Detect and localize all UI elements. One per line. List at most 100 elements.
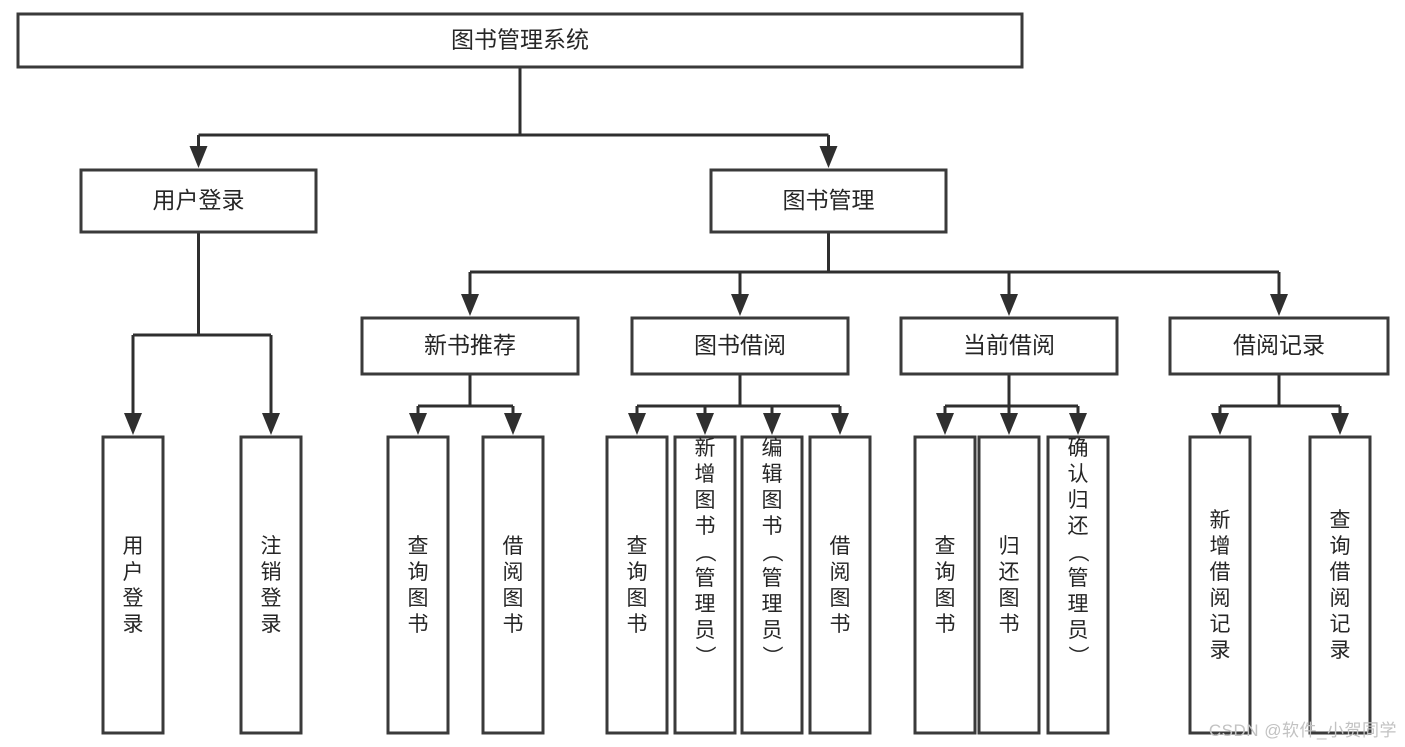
arrow-head-icon (696, 413, 714, 435)
leaf-label-char: 新 (1210, 509, 1231, 532)
leaf-label-char: （ (693, 542, 716, 563)
leaf-label-char: 查 (935, 535, 956, 558)
leaf-box (605, 435, 669, 735)
leaf-label-char: 书 (935, 613, 956, 636)
leaf-label-char: 录 (261, 613, 282, 636)
level3-label: 当前借阅 (963, 332, 1055, 358)
arrow-head-icon (1331, 413, 1349, 435)
leaf-node[interactable]: 用户登录 (101, 435, 165, 735)
leaf-label-char: 录 (1210, 639, 1231, 662)
root-box (16, 12, 1024, 69)
leaf-label-char: 认 (1068, 463, 1089, 486)
leaf-box (101, 435, 165, 735)
level3-node[interactable]: 当前借阅 (899, 316, 1119, 376)
arrow-head-icon (628, 413, 646, 435)
leaf-box (1046, 435, 1110, 735)
leaf-box (808, 435, 872, 735)
leaf-label-char: 记 (1210, 613, 1231, 636)
node-layer: 图书管理系统用户登录图书管理新书推荐图书借阅当前借阅借阅记录用户登录注销登录查询… (16, 12, 1390, 735)
leaf-label-char: 录 (123, 613, 144, 636)
leaf-label-char: 图 (830, 587, 851, 610)
leaf-label-char: 询 (935, 561, 956, 584)
leaf-label-char: ） (693, 646, 716, 667)
leaf-label-char: 理 (762, 593, 783, 616)
leaf-label: 用户登录 (123, 535, 144, 636)
leaf-box (977, 435, 1041, 735)
leaf-label-char: 借 (1330, 561, 1351, 584)
arrow-head-icon (409, 413, 427, 435)
leaf-label-char: 员 (695, 619, 716, 642)
arrow-head-icon (262, 413, 280, 435)
root-label: 图书管理系统 (451, 27, 589, 53)
leaf-label-char: 书 (999, 613, 1020, 636)
root-node[interactable]: 图书管理系统 (16, 12, 1024, 69)
level3-node[interactable]: 图书借阅 (630, 316, 850, 376)
level3-label: 新书推荐 (424, 332, 516, 358)
leaf-label-char: 图 (503, 587, 524, 610)
leaf-label-char: 图 (935, 587, 956, 610)
leaf-box (740, 435, 804, 735)
leaf-label-char: 借 (830, 535, 851, 558)
leaf-box (1188, 435, 1252, 735)
level2-box (709, 168, 948, 234)
arrow-head-icon (819, 146, 838, 168)
leaf-label-char: 编 (762, 437, 783, 460)
leaf-label-char: 图 (999, 587, 1020, 610)
level3-box (630, 316, 850, 376)
level3-node[interactable]: 新书推荐 (360, 316, 580, 376)
leaf-label-char: 书 (762, 515, 783, 538)
arrow-head-icon (1000, 413, 1018, 435)
leaf-label-char: ） (760, 646, 783, 667)
leaf-label-char: 查 (627, 535, 648, 558)
leaf-box (481, 435, 545, 735)
leaf-label-char: 归 (999, 535, 1020, 558)
leaf-label-char: 还 (1068, 515, 1089, 538)
leaf-label-char: 用 (123, 535, 144, 558)
leaf-label-char: （ (760, 542, 783, 563)
arrow-head-icon (936, 413, 954, 435)
leaf-label-char: 书 (627, 613, 648, 636)
leaf-label-char: 书 (503, 613, 524, 636)
arrow-head-icon (1211, 413, 1229, 435)
level3-node[interactable]: 借阅记录 (1168, 316, 1390, 376)
level2-node[interactable]: 用户登录 (79, 168, 318, 234)
connector-layer (124, 67, 1349, 435)
leaf-label-char: 询 (627, 561, 648, 584)
leaf-label-char: ） (1066, 646, 1089, 667)
leaf-label-char: 员 (1068, 619, 1089, 642)
leaf-label-char: 询 (1330, 535, 1351, 558)
leaf-label-char: 记 (1330, 613, 1351, 636)
level3-box (1168, 316, 1390, 376)
level3-label: 借阅记录 (1233, 332, 1325, 358)
level3-label: 图书借阅 (694, 332, 786, 358)
leaf-label-char: 员 (762, 619, 783, 642)
leaf-label-char: 注 (261, 535, 282, 558)
leaf-label-char: 图 (695, 489, 716, 512)
level2-node[interactable]: 图书管理 (709, 168, 948, 234)
leaf-box (239, 435, 303, 735)
leaf-label-char: 查 (1330, 509, 1351, 532)
arrow-head-icon (1000, 294, 1018, 316)
